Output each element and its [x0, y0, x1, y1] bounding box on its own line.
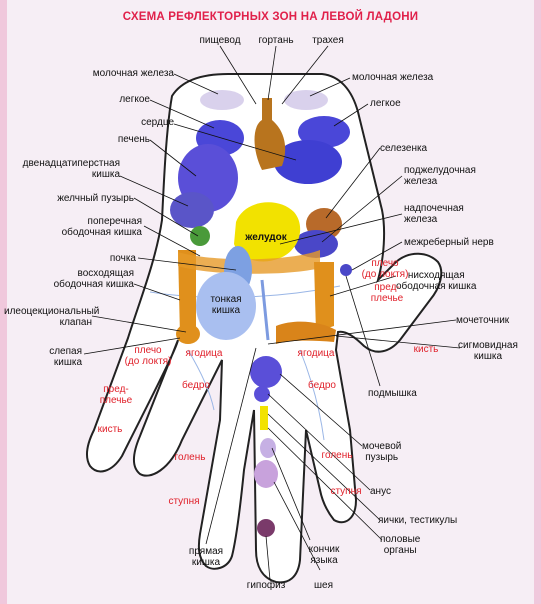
label-sigmoid-colon: сигмовидная кишка: [458, 340, 518, 362]
label-larynx: гортань: [258, 35, 294, 46]
inner-label-small-intestine: тонкая кишка: [210, 294, 242, 316]
label-cecum: слепая кишка: [49, 346, 82, 368]
right-border: [534, 0, 541, 604]
label-rectum: прямая кишка: [188, 546, 224, 568]
label-tongue-tip: кончик языка: [308, 544, 340, 566]
descending-colon-shape: [314, 262, 334, 332]
zone-foot-left: ступня: [168, 496, 200, 507]
label-pancreas: поджелудочная железа: [404, 165, 476, 187]
zone-foot-right: ступня: [330, 486, 362, 497]
label-transverse-colon: поперечная ободочная кишка: [61, 216, 142, 238]
zone-shin-left: голень: [174, 452, 206, 463]
small-intestine-shape: [196, 272, 256, 340]
label-adrenal: надпочечная железа: [404, 203, 464, 225]
label-bladder: мочевой пузырь: [362, 441, 402, 463]
zone-wrist-right: кисть: [413, 344, 439, 355]
zone-thigh-right: бедро: [308, 380, 336, 391]
mammary-zone-right: [284, 90, 328, 110]
left-border: [0, 0, 7, 604]
label-armpit: подмышка: [368, 388, 417, 399]
ascending-colon-shape: [178, 250, 196, 336]
label-testicles: яички, тестикулы: [378, 515, 458, 526]
palm-crease-2: [187, 349, 215, 411]
genitals-shape: [260, 406, 268, 430]
zone-shoulder-right: плечо (до локтя): [361, 258, 409, 280]
label-descending-colon: нисходящая ободочная кишка: [396, 270, 477, 292]
diagram-title: СХЕМА РЕФЛЕКТОРНЫХ ЗОН НА ЛЕВОЙ ЛАДОНИ: [122, 11, 419, 23]
stomach-shape: [234, 202, 301, 262]
palm-crease-3: [299, 349, 325, 441]
zone-shoulder-left: плечо (до локтя): [124, 345, 172, 367]
zone-thigh-left: бедро: [182, 380, 210, 391]
label-neck: шея: [314, 580, 333, 591]
label-genitals: половые органы: [380, 534, 421, 556]
label-pituitary: гипофиз: [246, 580, 286, 591]
esophagus-shape: [254, 98, 286, 170]
label-spleen: селезенка: [380, 143, 428, 154]
anus-shape: [254, 386, 270, 402]
pituitary-shape: [257, 519, 275, 537]
label-mammary-right: молочная железа: [352, 72, 434, 83]
zone-forearm-right: пред- плечье: [370, 282, 404, 304]
label-lung-right: легкое: [370, 98, 401, 109]
cecum-shape: [176, 324, 200, 344]
zone-buttock-right: ягодица: [297, 348, 335, 359]
label-lung-left: легкое: [119, 94, 150, 105]
label-ureter: мочеточник: [456, 315, 510, 326]
neck-shape: [254, 460, 278, 488]
zone-wrist-left: кисть: [97, 424, 123, 435]
inner-label-stomach: желудок: [245, 232, 287, 243]
label-heart: сердце: [141, 117, 174, 128]
zone-shin-right: голень: [321, 450, 353, 461]
heart-shape: [274, 140, 342, 184]
mammary-zone-left: [200, 90, 244, 110]
zone-buttock-left: ягодица: [185, 348, 223, 359]
leader-lines: [83, 45, 461, 581]
label-mammary-left: молочная железа: [92, 68, 174, 79]
ureter-line: [260, 279, 270, 341]
label-trachea: трахея: [312, 35, 344, 46]
label-ileocecal-valve: илеоцекциональный клапан: [4, 306, 100, 328]
sigmoid-colon-shape: [276, 321, 336, 344]
label-anus: анус: [370, 486, 391, 497]
zone-forearm-left: пред- плечье: [99, 384, 133, 406]
label-esophagus: пищевод: [199, 35, 241, 46]
label-ascending-colon: восходящая ободочная кишка: [53, 268, 134, 290]
label-intercostal-nerve: межреберный нерв: [404, 237, 494, 248]
label-kidney: почка: [109, 253, 136, 264]
pancreas-shape: [294, 230, 338, 258]
duodenum-shape: [170, 192, 214, 228]
intercostal-point: [340, 264, 352, 276]
label-duodenum: двенадцатиперстная кишка: [22, 158, 120, 180]
label-liver: печень: [117, 134, 150, 145]
gallbladder-shape: [190, 226, 210, 246]
label-gallbladder: желчный пузырь: [57, 193, 134, 204]
bladder-shape: [250, 356, 282, 388]
tongue-shape: [260, 438, 276, 458]
